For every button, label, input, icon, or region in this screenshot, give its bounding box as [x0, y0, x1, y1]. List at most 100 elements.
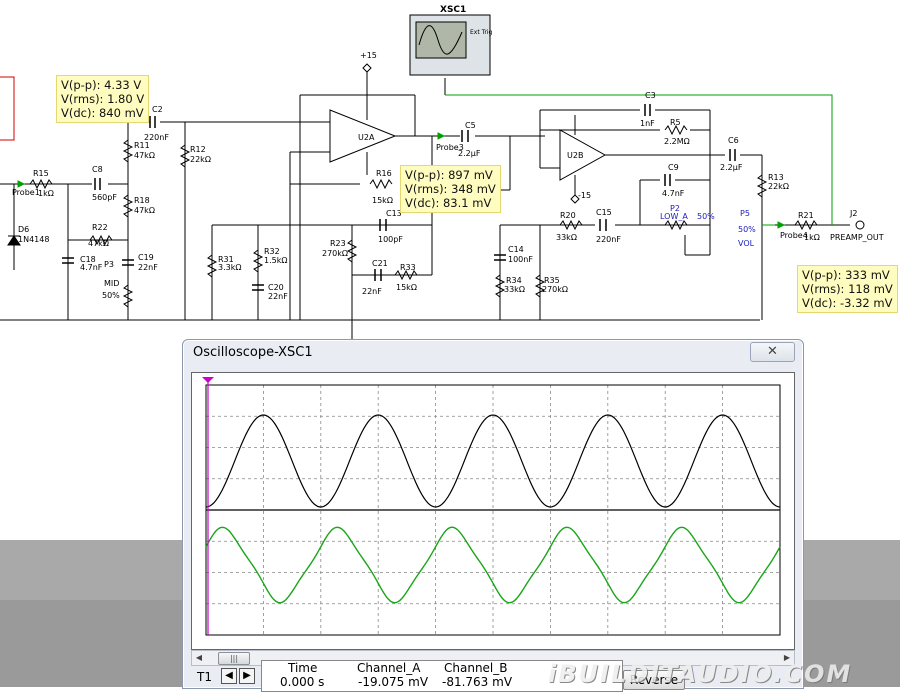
channel-a-trace — [205, 414, 781, 508]
c6-label: C6 — [728, 136, 739, 145]
neg-supply-label: -15 — [578, 191, 591, 200]
mid-label: MID — [104, 279, 119, 288]
c8-value: 560pF — [92, 193, 117, 202]
probe1-vdc: V(dc): 840 mV — [61, 106, 144, 120]
r22-label: R22 — [92, 223, 108, 232]
r21-label: R21 — [798, 211, 814, 220]
c5-label: C5 — [465, 121, 476, 130]
c19-value: 22nF — [138, 263, 158, 272]
channel-a-header: Channel_A — [357, 661, 421, 675]
r33-value: 15kΩ — [396, 283, 417, 292]
c9-label: C9 — [668, 163, 679, 172]
probe3-vrms: V(rms): 348 mV — [405, 182, 496, 196]
r5-value: 2.2MΩ — [664, 137, 690, 146]
c19-label: C19 — [138, 253, 154, 262]
c2-value: 220nF — [144, 133, 169, 142]
scope-instrument-icon[interactable] — [409, 14, 491, 76]
c8-label: C8 — [92, 165, 103, 174]
probe1-vpp: V(p-p): 4.33 V — [61, 78, 142, 92]
c20-value: 22nF — [268, 292, 288, 301]
p5-percent: 50% — [738, 225, 756, 234]
c9-value: 4.7nF — [662, 189, 685, 198]
probe4-label: Probe4 — [780, 231, 808, 240]
probe4-vpp: V(p-p): 333 mV — [802, 268, 890, 282]
cursor-left-button[interactable]: ◀ — [221, 668, 237, 684]
xsc1-label: XSC1 — [440, 5, 466, 15]
c18-value: 4.7nF — [80, 263, 103, 272]
probe3-vpp: V(p-p): 897 mV — [405, 168, 493, 182]
p5-name: VOL — [738, 239, 755, 248]
probe4-vdc: V(dc): -3.32 mV — [802, 296, 893, 310]
scroll-thumb[interactable]: ||| — [218, 652, 250, 665]
r15-label: R15 — [33, 169, 49, 178]
r11-value: 47kΩ — [134, 151, 155, 160]
waveform-plot — [202, 377, 781, 636]
c15-label: C15 — [596, 208, 612, 217]
close-button[interactable]: ✕ — [750, 342, 795, 362]
oscilloscope-window[interactable]: Oscilloscope-XSC1 ✕ ◀ ||| ▶ T1 ◀ ▶ Time … — [182, 339, 804, 692]
r31-label: R31 — [218, 255, 234, 264]
r22-value: 47kΩ — [88, 239, 109, 248]
r18-label: R18 — [134, 196, 150, 205]
r12-label: R12 — [190, 145, 206, 154]
probe1-measurement-note: V(p-p): 4.33 V V(rms): 1.80 V V(dc): 840… — [56, 75, 150, 123]
watermark-logo: iBUILDITAUDIO.COM — [548, 660, 853, 688]
u2b-label: U2B — [567, 151, 583, 160]
c18-label: C18 — [80, 255, 96, 264]
r23-value: 270kΩ — [322, 249, 348, 258]
ext-trig-label: Ext Trig — [470, 29, 493, 36]
r20-value: 33kΩ — [556, 233, 577, 242]
j2-label: J2 — [849, 209, 857, 218]
c15-value: 220nF — [596, 235, 621, 244]
probe4-measurement-note: V(p-p): 333 mV V(rms): 118 mV V(dc): -3.… — [797, 265, 898, 313]
j2-name: PREAMP_OUT — [830, 233, 884, 242]
r23-label: R23 — [330, 239, 346, 248]
channel-a-value: -19.075 mV — [358, 675, 429, 689]
p3-label: P3 — [104, 260, 114, 269]
probe3-label: Probe3 — [436, 143, 464, 152]
c6-value: 2.2µF — [720, 163, 743, 172]
p2-percent: 50% — [697, 212, 715, 221]
p2-name: LOW_A — [660, 212, 688, 221]
cursor-t1-label: T1 — [197, 670, 212, 684]
scroll-left-icon[interactable]: ◀ — [195, 653, 203, 662]
scroll-right-icon[interactable]: ▶ — [783, 653, 791, 662]
u2a-label: U2A — [358, 133, 375, 142]
r16-value: 15kΩ — [372, 196, 393, 205]
pos-supply-label: +15 — [360, 51, 377, 60]
r21-value: 1kΩ — [804, 233, 820, 242]
r33-label: R33 — [400, 263, 416, 272]
mid-percent: 50% — [102, 291, 120, 300]
r34-value: 33kΩ — [504, 285, 525, 294]
r20-label: R20 — [560, 211, 576, 220]
r11-label: R11 — [134, 141, 150, 150]
probe1-vrms: V(rms): 1.80 V — [61, 92, 145, 106]
c20-label: C20 — [268, 283, 284, 292]
probe1-label: Probe1 — [12, 188, 40, 197]
c13-value: 100pF — [378, 235, 403, 244]
d6-label: D6 — [18, 225, 29, 234]
channel-b-header: Channel_B — [444, 661, 508, 675]
oscilloscope-display[interactable] — [191, 372, 795, 650]
channel-b-value: -81.763 mV — [442, 675, 513, 689]
cursor-right-button[interactable]: ▶ — [239, 668, 255, 684]
r35-value: 270kΩ — [542, 285, 568, 294]
probe4-vrms: V(rms): 118 mV — [802, 282, 893, 296]
c3-value: 1nF — [640, 119, 655, 128]
r13-label: R13 — [768, 173, 784, 182]
d6-value: 1N4148 — [18, 235, 49, 244]
r31-value: 3.3kΩ — [218, 263, 241, 272]
cursor-t1-handle — [202, 377, 214, 383]
channel-b-trace — [205, 526, 781, 604]
r32-value: 1.5kΩ — [264, 256, 287, 265]
oscilloscope-title: Oscilloscope-XSC1 — [193, 345, 313, 360]
r34-label: R34 — [506, 276, 522, 285]
reverse-button[interactable]: Reverse — [623, 670, 685, 690]
c21-value: 22nF — [362, 287, 382, 296]
c3-label: C3 — [645, 91, 656, 100]
probe3-vdc: V(dc): 83.1 mV — [405, 196, 492, 210]
r18-value: 47kΩ — [134, 206, 155, 215]
r32-label: R32 — [264, 247, 280, 256]
r16-label: R16 — [376, 169, 392, 178]
schematic-canvas[interactable]: XSC1 Ext Trig +15 -15 U2A U2B Probe1 Pro… — [0, 0, 900, 540]
